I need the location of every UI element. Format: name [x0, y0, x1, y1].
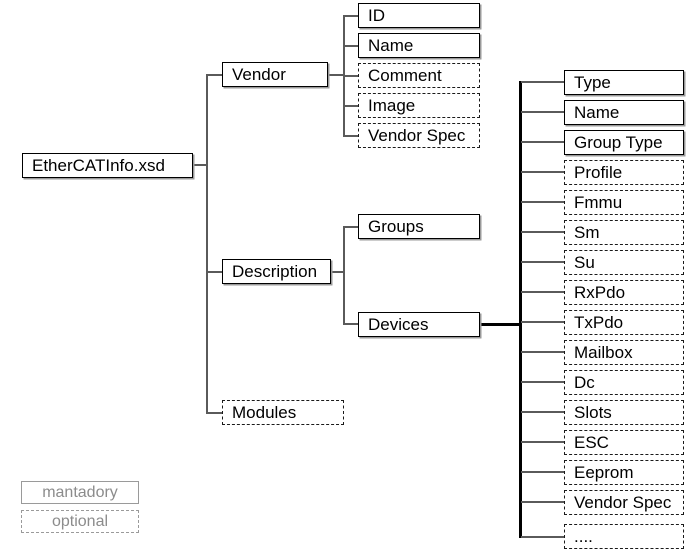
node-label: Sm — [574, 223, 600, 242]
node-vendor-name[interactable]: Name — [358, 33, 480, 58]
connector-vendor-to-name — [343, 45, 360, 47]
connector-vendor-stub — [328, 74, 344, 76]
connector-devices-to-profile — [521, 171, 565, 173]
node-device-ellipsis[interactable]: .... — [564, 524, 684, 549]
connector-devices-to-txpdo — [521, 321, 565, 323]
legend-optional: optional — [21, 510, 139, 533]
node-label: Modules — [232, 403, 297, 422]
node-ethercatinfo-xsd[interactable]: EtherCATInfo.xsd — [22, 153, 193, 178]
connector-root-to-vendor — [206, 74, 224, 76]
node-label: Description — [232, 262, 318, 281]
node-device-fmmu[interactable]: Fmmu — [564, 190, 684, 215]
node-label: Eeprom — [574, 463, 634, 482]
connector-devices-stub — [480, 323, 522, 326]
node-label: Devices — [368, 315, 429, 334]
node-vendor[interactable]: Vendor — [222, 62, 328, 87]
node-label: ESC — [574, 433, 609, 452]
node-label: Mailbox — [574, 343, 633, 362]
connector-root-trunk — [206, 74, 208, 414]
node-label: ID — [368, 6, 385, 25]
connector-root-to-modules — [206, 412, 224, 414]
node-label: Vendor Spec — [574, 493, 672, 512]
connector-description-trunk — [343, 226, 345, 325]
node-device-mailbox[interactable]: Mailbox — [564, 340, 684, 365]
legend-label: optional — [51, 512, 109, 530]
node-device-sm[interactable]: Sm — [564, 220, 684, 245]
node-label: Name — [574, 103, 620, 122]
connector-devices-to-esc — [521, 441, 565, 443]
connector-vendor-to-vendorspec — [343, 135, 360, 137]
connector-devices-to-slots — [521, 411, 565, 413]
connector-vendor-to-comment — [343, 75, 360, 77]
connector-description-to-groups — [343, 226, 360, 228]
node-device-esc[interactable]: ESC — [564, 430, 684, 455]
node-label: Su — [574, 253, 595, 272]
node-label: Group Type — [574, 133, 663, 152]
node-vendor-id[interactable]: ID — [358, 3, 480, 28]
connector-devices-to-dc — [521, 381, 565, 383]
node-devices[interactable]: Devices — [358, 312, 480, 337]
node-label: Type — [574, 73, 611, 92]
legend-mandatory: mantadory — [21, 481, 139, 504]
connector-devices-to-mailbox — [521, 351, 565, 353]
connector-devices-to-ellipsis — [521, 536, 565, 538]
node-device-eeprom[interactable]: Eeprom — [564, 460, 684, 485]
connector-devices-to-group-type — [521, 141, 565, 143]
node-device-txpdo[interactable]: TxPdo — [564, 310, 684, 335]
node-label: Comment — [368, 66, 442, 85]
node-label: Fmmu — [574, 193, 623, 212]
node-vendor-image[interactable]: Image — [358, 93, 480, 118]
node-label: Vendor — [232, 65, 286, 84]
connector-devices-to-fmmu — [521, 201, 565, 203]
connector-description-stub — [331, 271, 344, 273]
node-device-group-type[interactable]: Group Type — [564, 130, 684, 155]
node-device-rxpdo[interactable]: RxPdo — [564, 280, 684, 305]
connector-devices-to-rxpdo — [521, 291, 565, 293]
connector-devices-to-vendorspec — [521, 501, 565, 503]
node-device-type[interactable]: Type — [564, 70, 684, 95]
connector-devices-to-name — [521, 111, 565, 113]
node-label: Profile — [574, 163, 623, 182]
node-description[interactable]: Description — [222, 259, 331, 284]
node-vendor-vendor-spec[interactable]: Vendor Spec — [358, 123, 480, 148]
connector-root-to-description — [206, 271, 224, 273]
connector-devices-to-su — [521, 261, 565, 263]
connector-vendor-to-image — [343, 105, 360, 107]
connector-vendor-to-id — [343, 15, 360, 17]
node-device-slots[interactable]: Slots — [564, 400, 684, 425]
node-label: TxPdo — [574, 313, 624, 332]
connector-devices-trunk — [519, 81, 522, 538]
node-label: EtherCATInfo.xsd — [32, 156, 165, 175]
node-device-dc[interactable]: Dc — [564, 370, 684, 395]
node-device-profile[interactable]: Profile — [564, 160, 684, 185]
legend-label: mantadory — [42, 483, 118, 501]
connector-devices-to-eeprom — [521, 471, 565, 473]
node-device-vendor-spec[interactable]: Vendor Spec — [564, 490, 684, 515]
node-device-su[interactable]: Su — [564, 250, 684, 275]
connector-root-stub — [193, 164, 207, 166]
node-label: Groups — [368, 217, 424, 236]
node-label: RxPdo — [574, 283, 626, 302]
node-groups[interactable]: Groups — [358, 214, 480, 239]
connector-description-to-devices — [343, 323, 360, 325]
node-label: Vendor Spec — [368, 126, 466, 145]
node-label: .... — [574, 527, 593, 546]
node-label: Dc — [574, 373, 595, 392]
node-label: Image — [368, 96, 416, 115]
node-label: Slots — [574, 403, 612, 422]
node-modules[interactable]: Modules — [222, 400, 344, 425]
connector-devices-to-sm — [521, 231, 565, 233]
connector-devices-to-type — [521, 81, 565, 83]
node-label: Name — [368, 36, 414, 55]
node-vendor-comment[interactable]: Comment — [358, 63, 480, 88]
node-device-name[interactable]: Name — [564, 100, 684, 125]
